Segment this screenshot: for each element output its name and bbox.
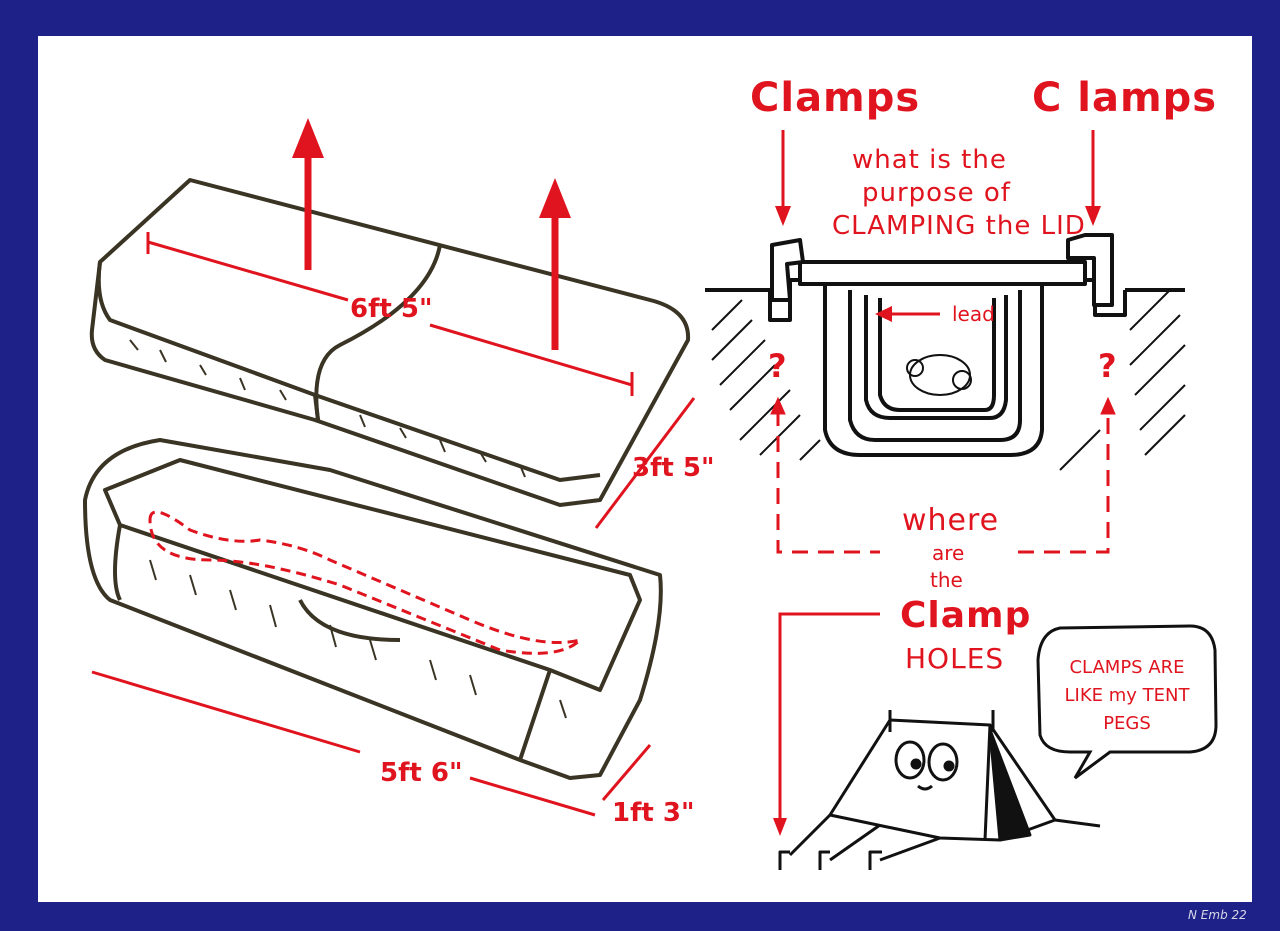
holes-label: HOLES: [905, 642, 1005, 675]
question-mark-right: ?: [1098, 347, 1118, 385]
question-mark-left: ?: [768, 347, 788, 385]
lid-width-label: 3ft 5": [632, 453, 715, 483]
lift-arrows: [292, 118, 571, 350]
the-label: the: [930, 568, 963, 592]
question-line-1: what is the: [852, 145, 1007, 175]
question-line-2: purpose of: [862, 178, 1011, 208]
base-width-label: 1ft 3": [612, 798, 695, 828]
bubble-line-2: LIKE my TENT: [1064, 685, 1190, 706]
are-label: are: [932, 541, 965, 565]
coffin-lid: [89, 178, 691, 507]
lead-label: lead: [952, 302, 995, 326]
skeleton-sketch: [906, 354, 972, 396]
grave-cross-section: [705, 233, 1186, 471]
body-outline: [148, 510, 585, 655]
clamps-label-left: Clamps: [750, 75, 921, 121]
lid-length-label: 6ft 5": [350, 294, 433, 324]
dashed-connectors: [776, 410, 1110, 554]
tent-character: [778, 710, 1101, 870]
question-line-3: CLAMPING the LID: [832, 211, 1086, 241]
signature: N Emb 22: [1188, 908, 1247, 922]
bubble-text: CLAMPS ARE LIKE my TENT PEGS: [1052, 654, 1202, 738]
base-length-label: 5ft 6": [380, 758, 463, 788]
clamp-arrows: [775, 130, 1101, 322]
clamps-label-right: C lamps: [1032, 75, 1218, 121]
speech-bubble: [1036, 624, 1218, 780]
where-label: where: [902, 503, 1000, 538]
clamp-label: Clamp: [900, 595, 1032, 636]
dimension-lines: [91, 232, 696, 817]
dashed-arrowheads: [770, 396, 1116, 415]
bubble-line-1: CLAMPS ARE: [1069, 657, 1185, 678]
bubble-line-3: PEGS: [1103, 713, 1151, 734]
holes-leader: [778, 612, 880, 820]
coffin-base: [83, 438, 663, 780]
